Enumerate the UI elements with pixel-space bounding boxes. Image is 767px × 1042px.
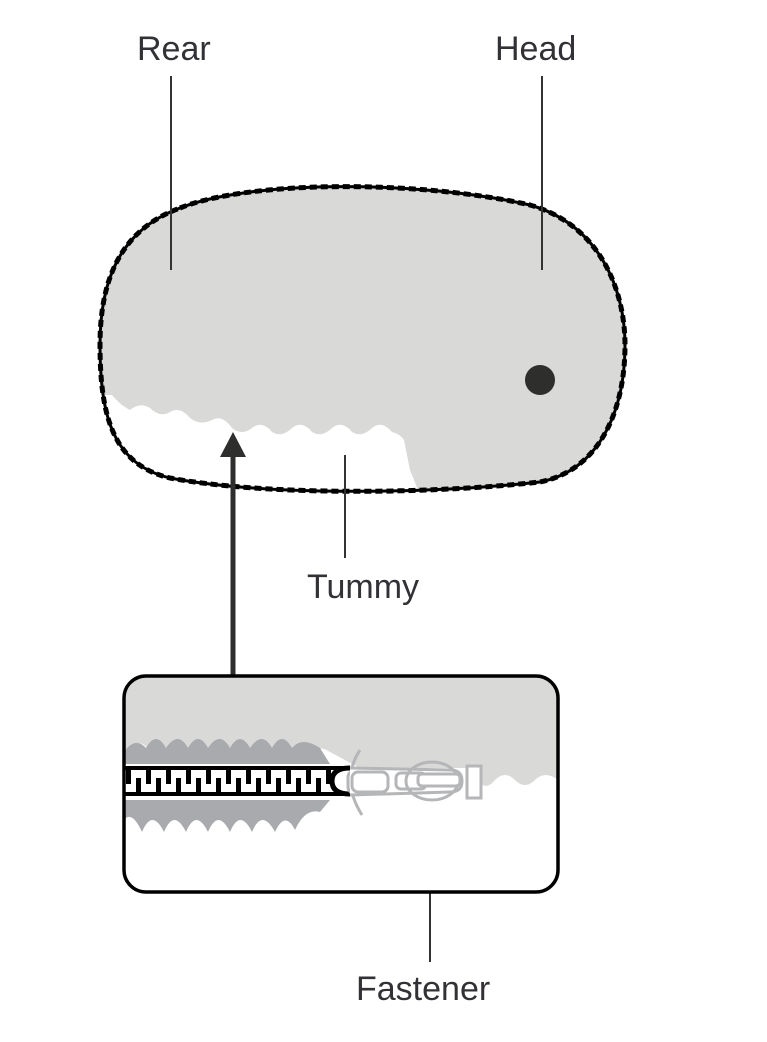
plush-body xyxy=(97,184,628,494)
head-label: Head xyxy=(495,30,577,68)
rear-label: Rear xyxy=(137,30,211,68)
zipper-closeup xyxy=(122,674,560,894)
fastener-label: Fastener xyxy=(356,970,491,1008)
tummy-label: Tummy xyxy=(307,568,420,606)
fastener-icon xyxy=(346,749,483,816)
zipper-teeth xyxy=(124,765,351,797)
eye-icon xyxy=(525,365,555,395)
tummy-region xyxy=(100,395,420,492)
up-arrow-icon xyxy=(220,432,246,676)
